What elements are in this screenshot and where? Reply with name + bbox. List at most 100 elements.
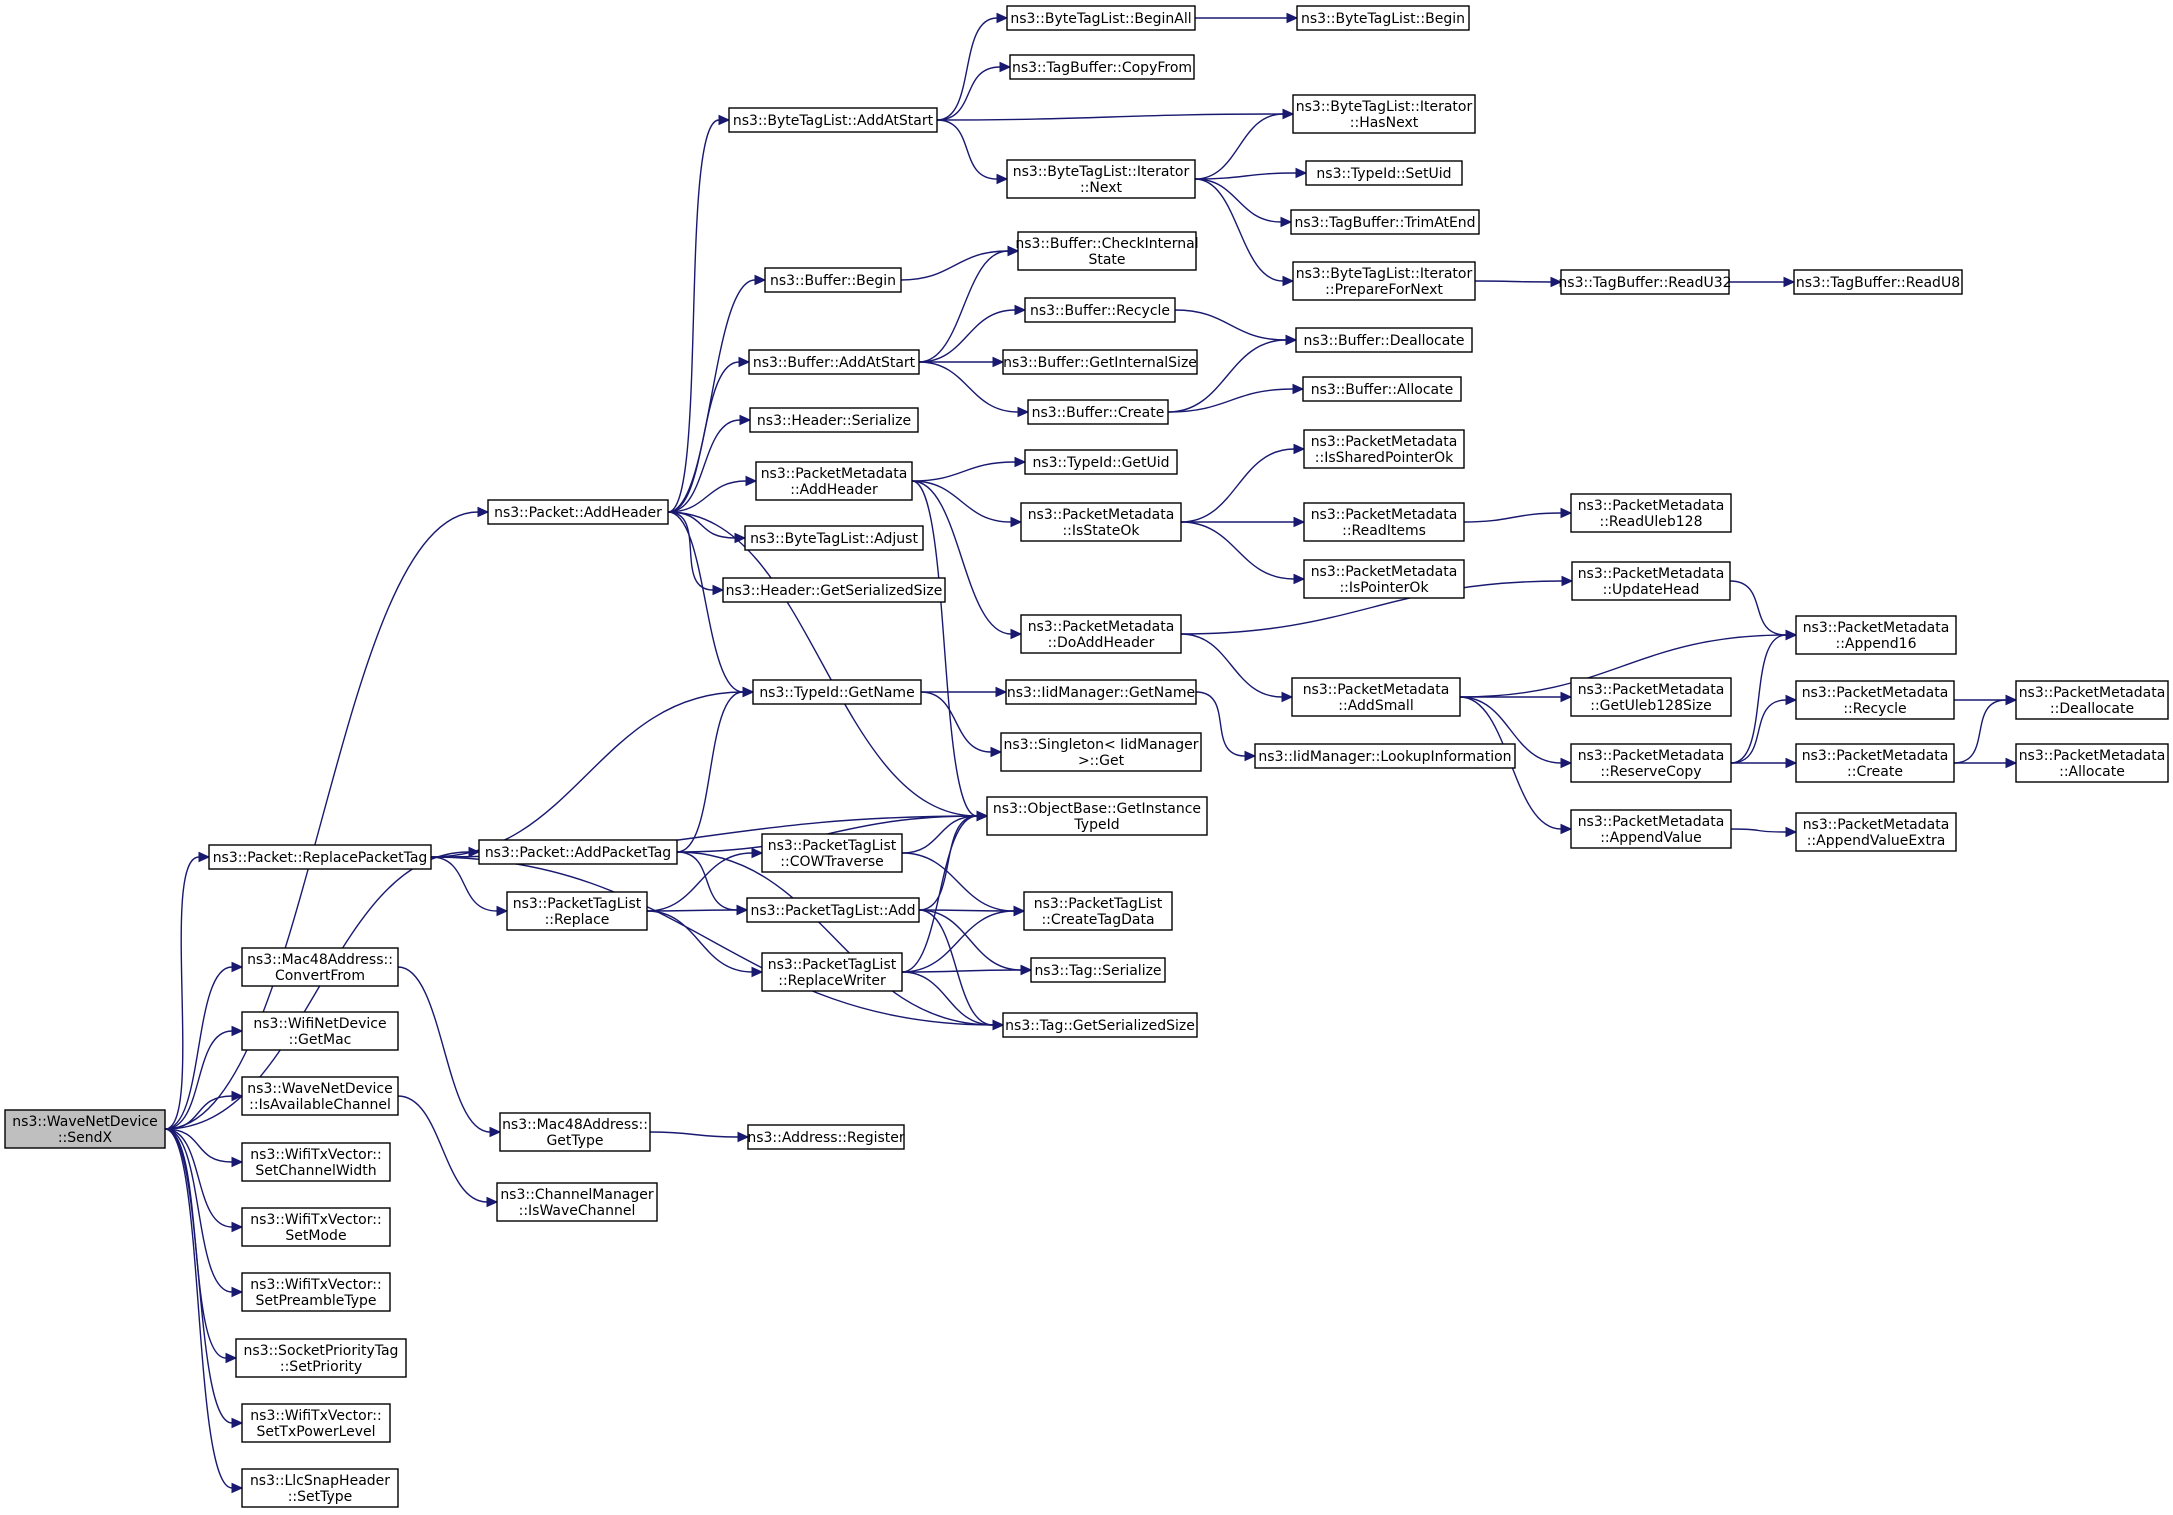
node-label: ns3::PacketTagList	[1034, 896, 1163, 912]
edge-ptl-replacewriter-to-tag-getsersize	[901, 971, 1005, 1031]
node-mac48-gettype[interactable]: ns3::Mac48Address::GetType	[499, 1112, 651, 1152]
node-pm-addheader[interactable]: ns3::PacketMetadata::AddHeader	[755, 461, 913, 501]
node-box	[241, 1076, 399, 1116]
node-pm-deallocate[interactable]: ns3::PacketMetadata::Deallocate	[2015, 680, 2169, 720]
node-label: ns3::PacketMetadata	[1311, 434, 1458, 450]
node-pm-reservecopy[interactable]: ns3::PacketMetadata::ReserveCopy	[1570, 743, 1732, 783]
node-cm-iswavechannel[interactable]: ns3::ChannelManager::IsWaveChannel	[496, 1182, 658, 1222]
node-hdr-getsersize[interactable]: ns3::Header::GetSerializedSize	[722, 577, 946, 603]
node-tb-readu8[interactable]: ns3::TagBuffer::ReadU8	[1793, 269, 1963, 295]
node-buf-begin[interactable]: ns3::Buffer::Begin	[764, 267, 902, 293]
node-pm-recycle[interactable]: ns3::PacketMetadata::Recycle	[1795, 680, 1955, 720]
node-setpriority[interactable]: ns3::SocketPriorityTag::SetPriority	[235, 1338, 407, 1378]
node-label: ::SetPriority	[280, 1359, 362, 1375]
edge-sendx-to-convertfrom	[164, 961, 244, 1130]
node-btli-preparefornext[interactable]: ns3::ByteTagList::Iterator::PrepareForNe…	[1292, 261, 1476, 301]
node-box	[761, 952, 903, 992]
node-getmac[interactable]: ns3::WifiNetDevice::GetMac	[241, 1011, 399, 1051]
node-pm-doaddheader[interactable]: ns3::PacketMetadata::DoAddHeader	[1020, 614, 1182, 654]
node-buf-addatstart[interactable]: ns3::Buffer::AddAtStart	[748, 349, 920, 375]
node-pm-appendvalue[interactable]: ns3::PacketMetadata::AppendValue	[1570, 809, 1732, 849]
node-typeid-setuid[interactable]: ns3::TypeId::SetUid	[1305, 160, 1463, 186]
node-typeid-getuid[interactable]: ns3::TypeId::GetUid	[1024, 449, 1178, 475]
node-tb-copyfrom[interactable]: ns3::TagBuffer::CopyFrom	[1009, 54, 1195, 80]
node-btl-adjust[interactable]: ns3::ByteTagList::Adjust	[744, 525, 924, 551]
node-label: ::SetType	[288, 1489, 353, 1505]
node-ptl-replacewriter[interactable]: ns3::PacketTagList::ReplaceWriter	[761, 952, 903, 992]
node-addpackettag[interactable]: ns3::Packet::AddPacketTag	[478, 839, 678, 865]
node-addr-register[interactable]: ns3::Address::Register	[747, 1124, 905, 1150]
edge-line	[1474, 280, 1552, 283]
node-box	[1302, 376, 1462, 402]
node-ptl-add[interactable]: ns3::PacketTagList::Add	[746, 897, 920, 923]
edge-arrowhead	[1560, 507, 1573, 519]
node-pm-append16[interactable]: ns3::PacketMetadata::Append16	[1795, 615, 1957, 655]
edge-line	[911, 480, 1012, 523]
node-buf-recycle[interactable]: ns3::Buffer::Recycle	[1024, 297, 1176, 323]
node-pm-allocate[interactable]: ns3::PacketMetadata::Allocate	[2015, 743, 2169, 783]
node-iid-getname[interactable]: ns3::IidManager::GetName	[1005, 679, 1197, 705]
edge-sendx-to-settxpowerlevel	[164, 1128, 244, 1429]
node-ptl-createtagdata[interactable]: ns3::PacketTagList::CreateTagData	[1023, 891, 1173, 931]
edge-pm-isstateok-to-pm-ispointerok	[1180, 521, 1306, 585]
node-label: ns3::ByteTagList::Adjust	[750, 531, 918, 547]
node-box	[241, 1207, 391, 1247]
node-tb-trimatend[interactable]: ns3::TagBuffer::TrimAtEnd	[1290, 209, 1480, 235]
node-tag-serialize[interactable]: ns3::Tag::Serialize	[1030, 957, 1166, 983]
edge-ptl-replacewriter-to-tag-serialize	[901, 964, 1033, 976]
edge-addpackettag-to-typeid-getname	[676, 686, 755, 853]
node-pm-addsmall[interactable]: ns3::PacketMetadata::AddSmall	[1291, 677, 1461, 717]
node-label: ::IsPointerOk	[1339, 580, 1429, 596]
edge-line	[164, 1128, 233, 1424]
node-settype[interactable]: ns3::LlcSnapHeader::SetType	[241, 1468, 399, 1508]
node-label: ConvertFrom	[275, 968, 365, 984]
node-addheader[interactable]: ns3::Packet::AddHeader	[487, 499, 669, 525]
node-btli-hasnext[interactable]: ns3::ByteTagList::Iterator::HasNext	[1292, 94, 1476, 134]
node-pm-readitems[interactable]: ns3::PacketMetadata::ReadItems	[1303, 502, 1465, 542]
node-pm-appendvalueextra[interactable]: ns3::PacketMetadata::AppendValueExtra	[1795, 812, 1957, 852]
node-pm-readuleb128[interactable]: ns3::PacketMetadata::ReadUleb128	[1570, 493, 1732, 533]
node-btl-beginall[interactable]: ns3::ByteTagList::BeginAll	[1006, 5, 1196, 31]
edge-line	[1194, 178, 1284, 282]
node-tag-getsersize[interactable]: ns3::Tag::GetSerializedSize	[1002, 1012, 1198, 1038]
node-replacepackettag[interactable]: ns3::Packet::ReplacePacketTag	[208, 844, 432, 870]
node-convertfrom[interactable]: ns3::Mac48Address::ConvertFrom	[241, 947, 399, 987]
node-label: ns3::Header::Serialize	[757, 413, 911, 429]
node-pm-updatehead[interactable]: ns3::PacketMetadata::UpdateHead	[1571, 561, 1731, 601]
node-ptl-replace[interactable]: ns3::PacketTagList::Replace	[506, 891, 648, 931]
node-setpreambletype[interactable]: ns3::WifiTxVector::SetPreambleType	[241, 1272, 391, 1312]
node-btl-addatstart[interactable]: ns3::ByteTagList::AddAtStart	[728, 107, 938, 133]
node-buf-create[interactable]: ns3::Buffer::Create	[1027, 399, 1169, 425]
edge-line	[911, 461, 1016, 482]
node-buf-allocate[interactable]: ns3::Buffer::Allocate	[1302, 376, 1462, 402]
node-buf-deallocate[interactable]: ns3::Buffer::Deallocate	[1295, 327, 1473, 353]
node-tb-readu32[interactable]: ns3::TagBuffer::ReadU32	[1558, 269, 1732, 295]
node-pm-create[interactable]: ns3::PacketMetadata::Create	[1795, 743, 1955, 783]
node-setmode[interactable]: ns3::WifiTxVector::SetMode	[241, 1207, 391, 1247]
node-isavailablechannel[interactable]: ns3::WaveNetDevice::IsAvailableChannel	[241, 1076, 399, 1116]
node-iid-lookupinformation[interactable]: ns3::IidManager::LookupInformation	[1254, 743, 1516, 769]
node-btli-next[interactable]: ns3::ByteTagList::Iterator::Next	[1006, 159, 1196, 199]
node-box	[1000, 732, 1202, 772]
node-sendx[interactable]: ns3::WaveNetDevice::SendX	[4, 1109, 166, 1149]
node-pm-getuleb128size[interactable]: ns3::PacketMetadata::GetUleb128Size	[1570, 677, 1732, 717]
node-pm-isstateok[interactable]: ns3::PacketMetadata::IsStateOk	[1020, 502, 1182, 542]
node-singleton-get[interactable]: ns3::Singleton< IidManager>::Get	[1000, 732, 1202, 772]
edge-ptl-replace-to-ptl-add	[646, 904, 749, 916]
node-pm-issharedpointerok[interactable]: ns3::PacketMetadata::IsSharedPointerOk	[1303, 429, 1465, 469]
node-label: ::GetUleb128Size	[1590, 698, 1711, 714]
node-box	[1305, 160, 1463, 186]
node-typeid-getname[interactable]: ns3::TypeId::GetName	[752, 679, 922, 705]
node-btl-begin[interactable]: ns3::ByteTagList::Begin	[1296, 5, 1470, 31]
node-box	[208, 844, 432, 870]
node-setchannelwidth[interactable]: ns3::WifiTxVector::SetChannelWidth	[241, 1142, 391, 1182]
node-label: ns3::Buffer::Allocate	[1311, 382, 1454, 398]
node-buf-getinternalsize[interactable]: ns3::Buffer::GetInternalSize	[1002, 349, 1198, 375]
node-pm-ispointerok[interactable]: ns3::PacketMetadata::IsPointerOk	[1303, 559, 1465, 599]
node-ptl-cowtraverse[interactable]: ns3::PacketTagList::COWTraverse	[761, 833, 903, 873]
node-hdr-serialize[interactable]: ns3::Header::Serialize	[749, 407, 919, 433]
node-label: ::Replace	[545, 912, 610, 928]
node-settxpowerlevel[interactable]: ns3::WifiTxVector::SetTxPowerLevel	[241, 1403, 391, 1443]
